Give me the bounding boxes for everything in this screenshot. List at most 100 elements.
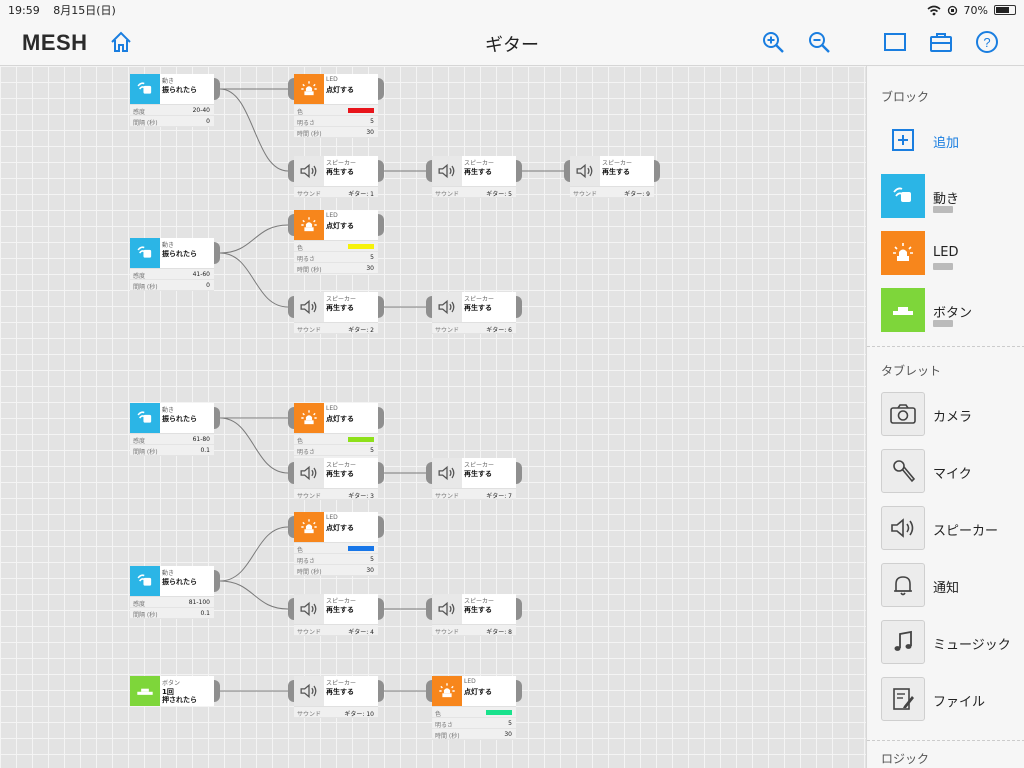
svg-text:?: ? — [983, 35, 990, 50]
output-connector[interactable] — [378, 296, 384, 318]
battery-indicator-icon — [933, 206, 953, 213]
sidebar-block-button[interactable]: ボタン — [881, 288, 1021, 334]
tablet-item-speaker[interactable]: スピーカー — [881, 506, 1021, 552]
help-icon[interactable]: ? — [974, 29, 1000, 55]
speaker-block[interactable]: スピーカー再生するサウンドギター: 9 — [564, 156, 660, 198]
connection-wire[interactable] — [219, 526, 289, 582]
connection-wire[interactable] — [219, 88, 289, 172]
input-connector[interactable] — [288, 680, 294, 702]
sidebar-block-motion[interactable]: 動き — [881, 174, 1021, 220]
block-action: 点灯する — [464, 688, 492, 696]
param-label: サウンド — [297, 711, 322, 718]
input-connector[interactable] — [426, 598, 432, 620]
output-connector[interactable] — [654, 160, 660, 182]
output-connector[interactable] — [214, 78, 220, 100]
input-connector[interactable] — [288, 516, 294, 538]
input-connector[interactable] — [288, 296, 294, 318]
tablet-item-music[interactable]: ミュージック — [881, 620, 1021, 666]
param-value: 20-40 — [192, 107, 210, 114]
output-connector[interactable] — [516, 598, 522, 620]
output-connector[interactable] — [516, 680, 522, 702]
speaker-block[interactable]: スピーカー再生するサウンドギター: 5 — [426, 156, 522, 198]
toolbox-icon[interactable] — [928, 29, 954, 55]
output-connector[interactable] — [378, 462, 384, 484]
input-connector[interactable] — [426, 680, 432, 702]
tablet-item-camera[interactable]: カメラ — [881, 392, 1021, 438]
add-block-button[interactable]: 追加 — [881, 118, 1021, 164]
block-params: サウンドギター: 4 — [294, 624, 378, 636]
battery-indicator-icon — [933, 320, 953, 327]
block-action: 点灯する — [326, 524, 354, 532]
param-value: 30 — [366, 129, 374, 136]
output-connector[interactable] — [378, 160, 384, 182]
input-connector[interactable] — [426, 160, 432, 182]
output-connector[interactable] — [214, 680, 220, 702]
input-connector[interactable] — [288, 407, 294, 429]
param-label: 明るさ — [435, 722, 454, 729]
output-connector[interactable] — [214, 407, 220, 429]
zoom-in-icon[interactable] — [760, 29, 786, 55]
input-connector[interactable] — [288, 214, 294, 236]
output-connector[interactable] — [516, 160, 522, 182]
panel-toggle-icon[interactable] — [882, 29, 908, 55]
block-params: サウンドギター: 7 — [432, 488, 516, 500]
connection-wire[interactable] — [219, 417, 289, 474]
input-connector[interactable] — [564, 160, 570, 182]
param-value: ギター: 7 — [486, 493, 512, 500]
tablet-item-file[interactable]: ファイル — [881, 677, 1021, 723]
block-param: 時間 (秒)30 — [294, 127, 378, 138]
block-category: LED — [326, 76, 338, 83]
tablet-item-notification[interactable]: 通知 — [881, 563, 1021, 609]
speaker-block[interactable]: スピーカー再生するサウンドギター: 7 — [426, 458, 522, 500]
output-connector[interactable] — [378, 680, 384, 702]
output-connector[interactable] — [378, 78, 384, 100]
speaker-block[interactable]: スピーカー再生するサウンドギター: 3 — [288, 458, 384, 500]
speaker-block[interactable]: スピーカー再生するサウンドギター: 1 — [288, 156, 384, 198]
input-connector[interactable] — [288, 160, 294, 182]
param-value: 5 — [370, 254, 374, 261]
connection-wire[interactable] — [219, 580, 289, 610]
output-connector[interactable] — [378, 516, 384, 538]
block-action: 振られたら — [162, 578, 197, 586]
output-connector[interactable] — [214, 242, 220, 264]
output-connector[interactable] — [378, 598, 384, 620]
tablet-item-microphone[interactable]: マイク — [881, 449, 1021, 495]
zoom-out-icon[interactable] — [806, 29, 832, 55]
output-connector[interactable] — [516, 462, 522, 484]
block-action: 再生する — [464, 304, 492, 312]
output-connector[interactable] — [378, 407, 384, 429]
speaker-block[interactable]: スピーカー再生するサウンドギター: 4 — [288, 594, 384, 636]
speaker-icon — [294, 292, 324, 322]
input-connector[interactable] — [288, 598, 294, 620]
param-value: 30 — [366, 265, 374, 272]
param-label: 間隔 (秒) — [133, 612, 158, 619]
output-connector[interactable] — [516, 296, 522, 318]
sidebar-block-led[interactable]: LED — [881, 231, 1021, 277]
output-connector[interactable] — [214, 570, 220, 592]
block-params: サウンドギター: 1 — [294, 186, 378, 198]
speaker-block[interactable]: スピーカー再生するサウンドギター: 2 — [288, 292, 384, 334]
output-connector[interactable] — [378, 214, 384, 236]
speaker-block[interactable]: スピーカー再生するサウンドギター: 8 — [426, 594, 522, 636]
input-connector[interactable] — [288, 462, 294, 484]
sidebar: ブロック 追加 動き — [866, 66, 1024, 768]
speaker-block[interactable]: スピーカー再生するサウンドギター: 10 — [288, 676, 384, 718]
connection-wire[interactable] — [219, 252, 289, 308]
input-connector[interactable] — [426, 462, 432, 484]
input-connector[interactable] — [288, 78, 294, 100]
home-icon[interactable] — [108, 29, 134, 55]
connection-wire[interactable] — [219, 224, 289, 254]
speaker-block[interactable]: スピーカー再生するサウンドギター: 6 — [426, 292, 522, 334]
input-connector[interactable] — [426, 296, 432, 318]
